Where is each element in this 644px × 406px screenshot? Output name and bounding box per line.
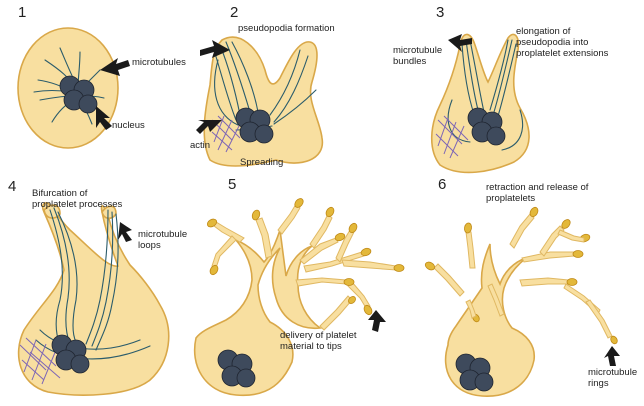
step-number-6: 6 <box>438 176 446 193</box>
label-bifurcation: Bifurcation of proplatelet processes <box>32 188 122 210</box>
step-number-4: 4 <box>8 178 16 195</box>
step-number-2: 2 <box>230 4 238 21</box>
step-number-1: 1 <box>18 4 26 21</box>
nucleus-cluster-2 <box>236 108 273 143</box>
label-actin: actin <box>190 140 210 151</box>
panel-2-cell <box>196 37 322 166</box>
label-pseudopodia-formation: pseudopodia formation <box>238 23 335 34</box>
arrow-microtubule-rings <box>604 346 620 366</box>
label-elongation: elongation of pseudopodia into proplatel… <box>516 26 608 59</box>
panel-3-cell <box>432 34 529 172</box>
step-number-5: 5 <box>228 176 236 193</box>
label-microtubules: microtubules <box>132 57 186 68</box>
label-retraction: retraction and release of proplatelets <box>486 182 588 204</box>
step-number-3: 3 <box>436 4 444 21</box>
arrow-microtubule-loops <box>118 222 132 242</box>
label-microtubule-rings: microtubule rings <box>588 367 637 389</box>
label-microtubule-loops: microtubule loops <box>138 229 187 251</box>
label-microtubule-bundles: microtubule bundles <box>393 45 442 67</box>
label-delivery: delivery of platelet material to tips <box>280 330 357 352</box>
panel-5-cell <box>195 197 404 395</box>
label-nucleus: nucleus <box>112 120 145 131</box>
label-spreading: Spreading <box>240 157 283 168</box>
